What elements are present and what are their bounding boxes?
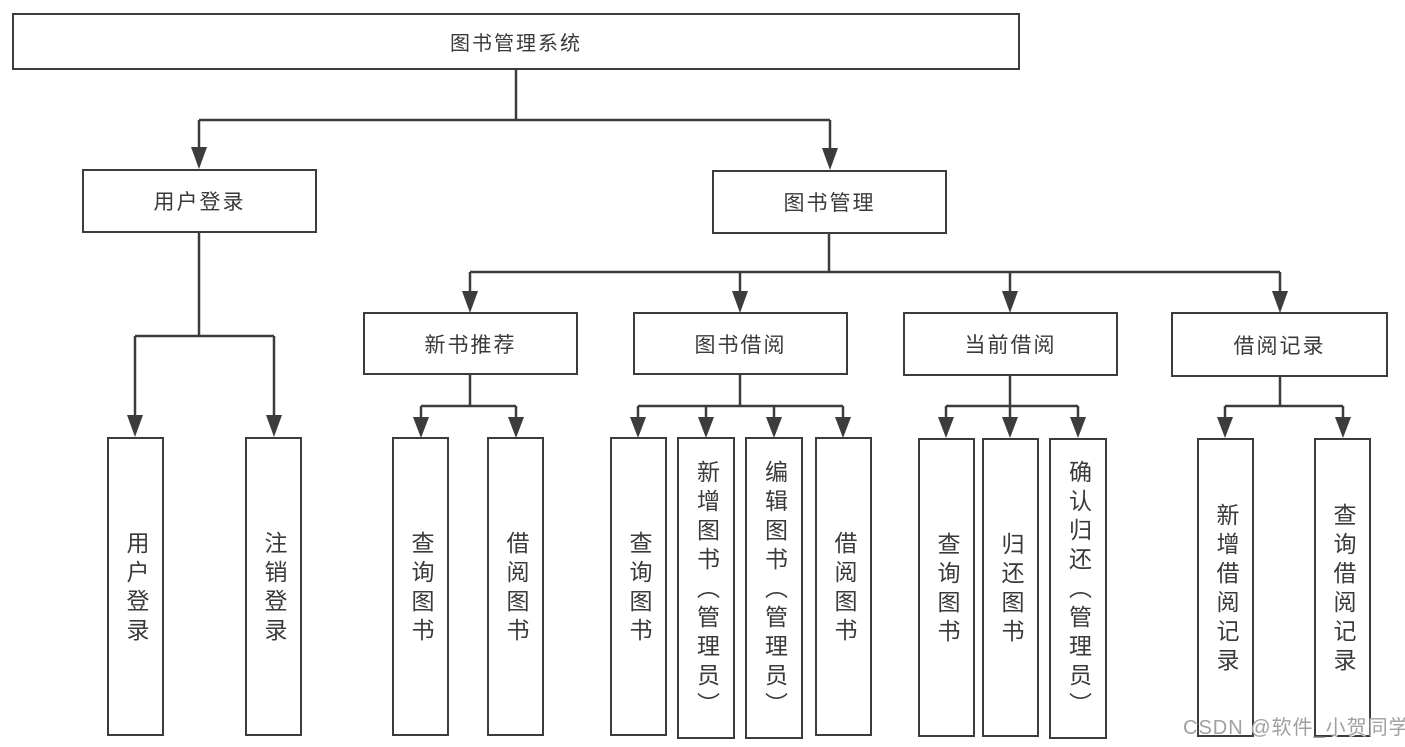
leaf-query-borrow-record: 查询借阅记录 [1314,438,1371,737]
leaf-logout: 注销登录 [245,437,302,736]
leaf-query-books-current: 查询图书 [918,438,975,737]
leaf-borrow-books-recommend: 借阅图书 [487,437,544,736]
node-user-login: 用户登录 [82,169,317,233]
node-book-management: 图书管理 [712,170,947,234]
leaf-edit-books-admin: 编辑图书（管理员） [745,437,803,739]
node-borrowing-records: 借阅记录 [1171,312,1388,377]
node-book-borrowing: 图书借阅 [633,312,848,375]
leaf-confirm-return-admin: 确认归还（管理员） [1049,438,1107,739]
connector-strokes [133,70,1345,419]
leaf-add-borrow-record: 新增借阅记录 [1197,438,1254,737]
leaf-borrow-books: 借阅图书 [815,437,872,736]
node-current-borrowing: 当前借阅 [903,312,1118,376]
leaf-add-books-admin: 新增图书（管理员） [677,437,735,739]
leaf-query-books-borrowing: 查询图书 [610,437,667,736]
leaf-user-login: 用户登录 [107,437,164,736]
arrowheads [127,147,1351,438]
leaf-query-books-recommend: 查询图书 [392,437,449,736]
node-library-management-system: 图书管理系统 [12,13,1020,70]
csdn-watermark: CSDN @软件_小贺同学 [1183,717,1405,739]
leaf-return-books: 归还图书 [982,438,1039,737]
node-new-book-recommend: 新书推荐 [363,312,578,375]
